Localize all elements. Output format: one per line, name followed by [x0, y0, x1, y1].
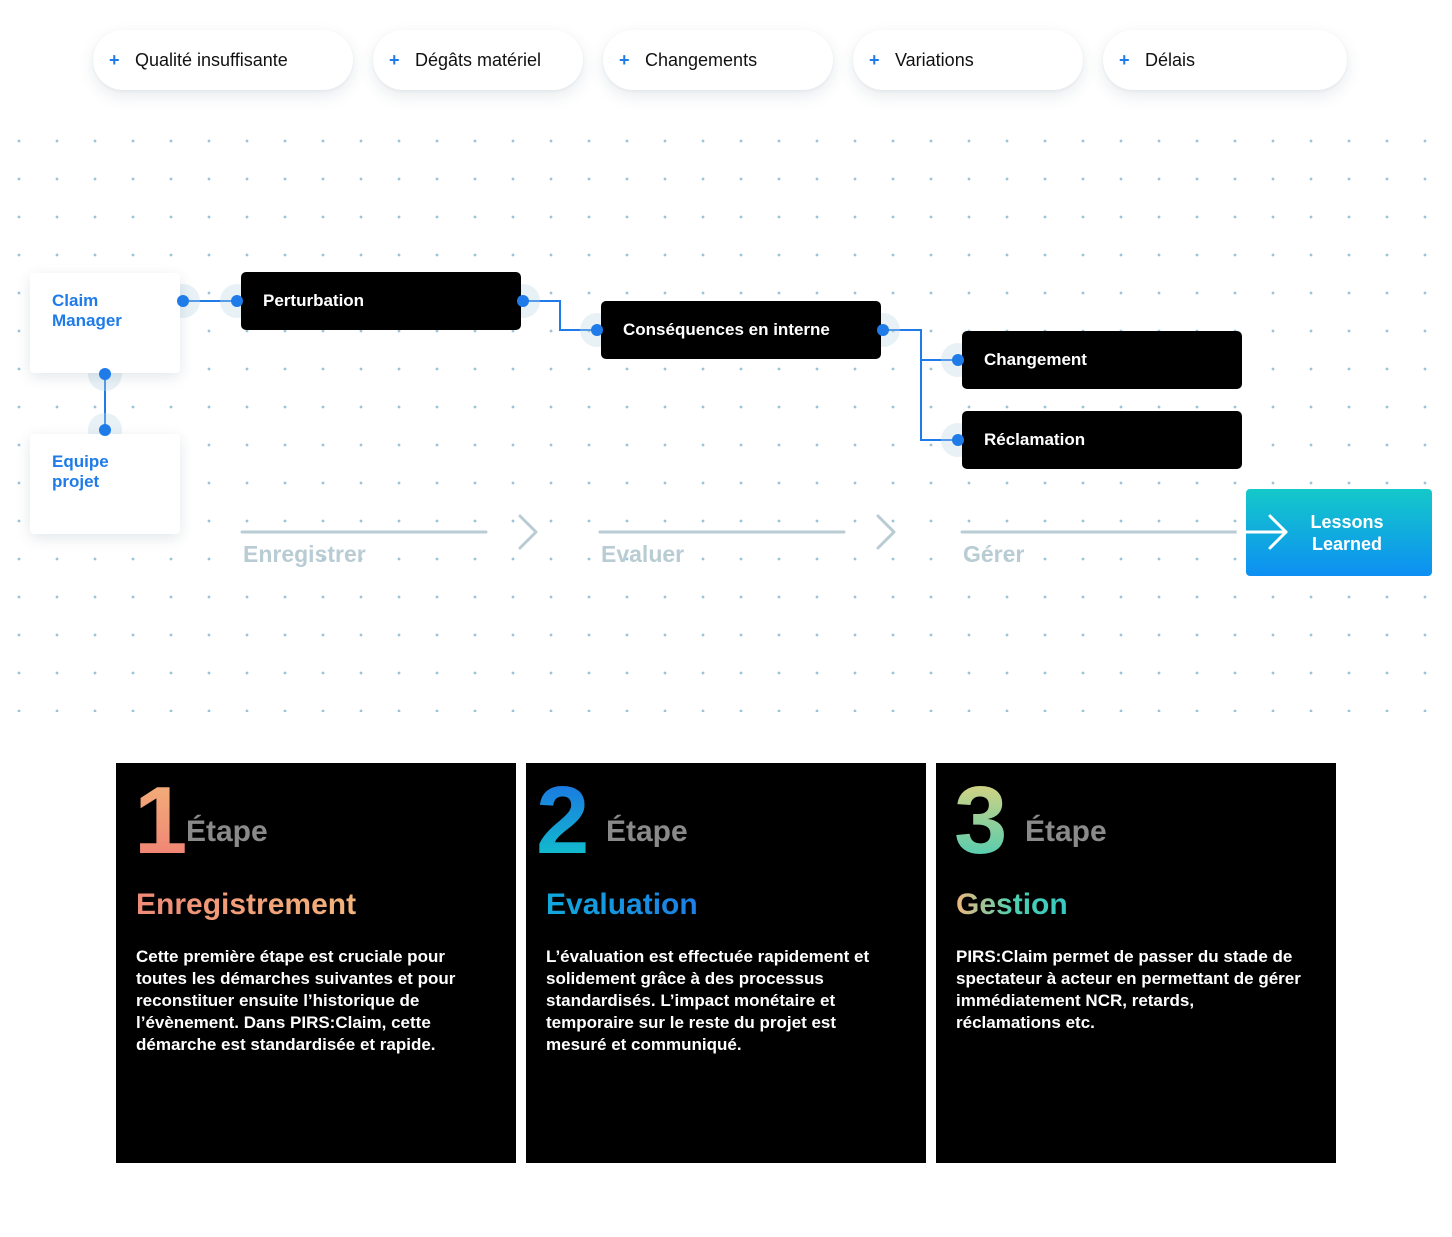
- node-consequences[interactable]: Conséquences en interne: [601, 301, 881, 359]
- step-description: L’évaluation est effectuée rapidement et…: [546, 947, 870, 1054]
- port-dot: [99, 424, 111, 436]
- role-label: Claim Manager: [52, 291, 122, 330]
- step-title: Evaluation: [546, 888, 698, 921]
- plus-icon: +: [389, 49, 400, 70]
- step-number: 2: [536, 767, 590, 874]
- node-label: Réclamation: [984, 430, 1086, 449]
- plus-icon: +: [619, 49, 630, 70]
- step-etape-label: Étape: [186, 815, 268, 848]
- plus-icon: +: [109, 49, 120, 70]
- port-dot: [952, 354, 964, 366]
- node-changement[interactable]: Changement: [962, 331, 1242, 389]
- node-label: Changement: [984, 350, 1087, 369]
- step-description: Cette première étape est cruciale pour t…: [136, 947, 456, 1054]
- port-dot: [231, 295, 243, 307]
- step-title: Enregistrement: [136, 888, 357, 921]
- node-label: Conséquences en interne: [623, 320, 830, 339]
- plus-icon: +: [869, 49, 880, 70]
- step-number: 1: [134, 767, 188, 874]
- lessons-learned-label: Lessons Learned: [1310, 511, 1384, 554]
- role-label: Equipe projet: [52, 452, 109, 491]
- arrow-right-icon: [1236, 514, 1288, 550]
- port-dot: [591, 324, 603, 336]
- port-dot: [177, 295, 189, 307]
- phase-gerer: Gérer: [963, 541, 1025, 567]
- pill-label: Variations: [895, 49, 974, 70]
- step-etape-label: Étape: [606, 815, 688, 848]
- pill-label: Délais: [1145, 49, 1196, 70]
- diagram-connectors: [104, 300, 1240, 550]
- role-claim-manager[interactable]: Claim Manager: [30, 273, 180, 373]
- pill-variations[interactable]: + Variations: [853, 30, 1083, 90]
- phase-enregistrer: Enregistrer: [243, 541, 366, 567]
- role-equipe-projet[interactable]: Equipe projet: [30, 434, 180, 534]
- step-title: Gestion: [956, 888, 1068, 921]
- arrow-right-icon: [876, 514, 896, 550]
- step-etape-label: Étape: [1025, 815, 1107, 848]
- port-dot: [877, 324, 889, 336]
- step-number: 3: [954, 767, 1008, 874]
- step-description: PIRS:Claim permet de passer du stade de …: [956, 947, 1301, 1032]
- node-reclamation[interactable]: Réclamation: [962, 411, 1242, 469]
- node-perturbation[interactable]: Perturbation: [241, 272, 521, 330]
- connector-consequences-changement: [883, 329, 958, 361]
- phase-evaluer: Evaluer: [601, 541, 685, 567]
- port-dot: [99, 368, 111, 380]
- step-card-1: 1 Étape Enregistrement Cette première ét…: [116, 763, 516, 1163]
- pill-label: Changements: [645, 49, 758, 70]
- connector-consequences-reclamation: [920, 360, 958, 441]
- pill-degats[interactable]: + Dégâts matériel: [373, 30, 583, 90]
- pill-label: Qualité insuffisante: [135, 49, 288, 70]
- connector-perturbation-consequences: [523, 300, 597, 331]
- pill-changements[interactable]: + Changements: [603, 30, 833, 90]
- pill-qualite[interactable]: + Qualité insuffisante: [93, 30, 353, 90]
- port-dot: [952, 434, 964, 446]
- node-label: Perturbation: [263, 291, 365, 310]
- step-card-3: 3 Étape Gestion PIRS:Claim permet de pas…: [936, 763, 1336, 1163]
- step-card-2: 2 Étape Evaluation L’évaluation est effe…: [526, 763, 926, 1163]
- plus-icon: +: [1119, 49, 1130, 70]
- pill-label: Dégâts matériel: [415, 49, 542, 70]
- pill-delais[interactable]: + Délais: [1103, 30, 1347, 90]
- arrow-right-icon: [518, 514, 538, 550]
- port-dot: [517, 295, 529, 307]
